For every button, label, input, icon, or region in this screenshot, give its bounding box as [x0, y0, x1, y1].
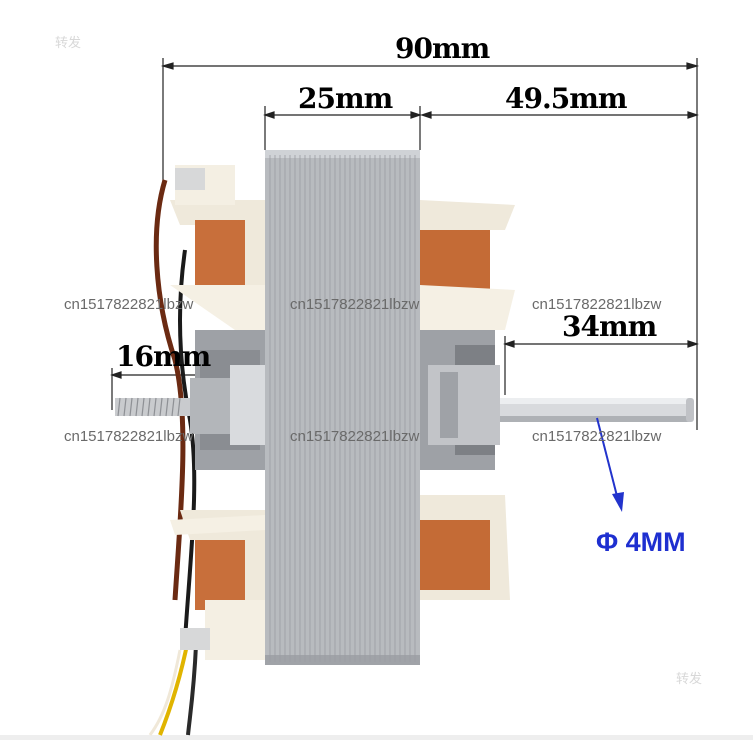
watermark-text: cn1517822821lbzw — [290, 296, 420, 313]
corner-watermark: 转发 — [55, 36, 82, 51]
watermark-text: cn1517822821lbzw — [64, 428, 194, 445]
shaft-assembly — [428, 365, 694, 445]
dimension-screw-length: 16mm — [116, 340, 211, 373]
watermark-text: cn1517822821lbzw — [532, 296, 662, 313]
lamination-stack — [265, 150, 420, 665]
watermark-text: cn1517822821lbzw — [532, 428, 662, 445]
shaft-diameter-label: Φ 4MM — [596, 527, 686, 557]
threaded-screw — [115, 365, 265, 445]
dimension-shaft-length: 34mm — [562, 310, 657, 343]
lamination-lines — [269, 155, 416, 662]
diameter-arrow — [596, 417, 624, 512]
watermark-text: cn1517822821lbzw — [64, 296, 194, 313]
dimension-core-width: 25mm — [298, 82, 393, 115]
lower-bobbin — [170, 495, 510, 660]
dimension-overall-width: 90mm — [395, 32, 490, 65]
watermark-text: cn1517822821lbzw — [290, 428, 420, 445]
corner-watermark: 转发 — [676, 672, 703, 687]
dimension-side-width: 49.5mm — [505, 82, 627, 115]
upper-bobbin — [170, 165, 515, 330]
dimension-lines — [110, 58, 700, 430]
